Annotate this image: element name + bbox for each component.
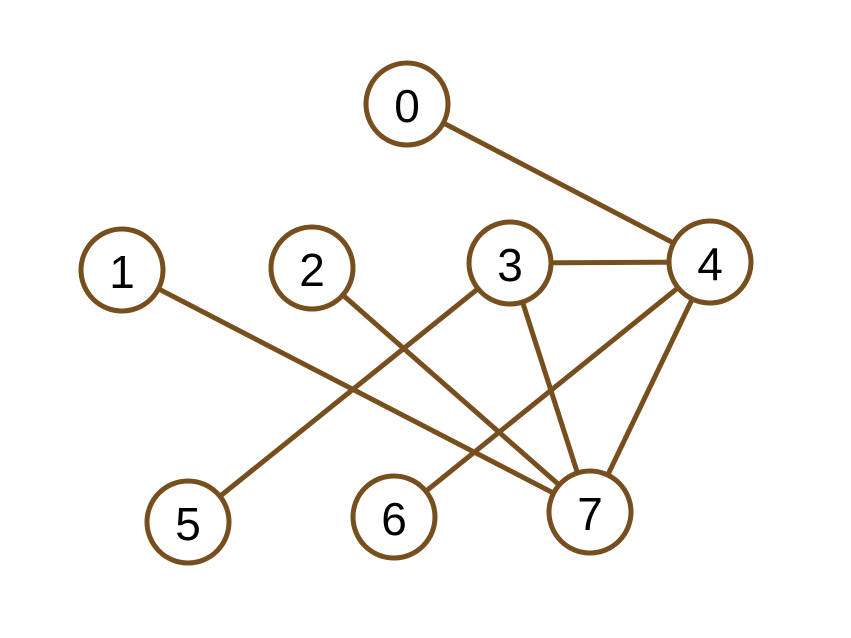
node-2: 2 [268, 224, 356, 312]
node-circle-2 [268, 224, 356, 312]
node-label-7: 7 [577, 488, 603, 540]
node-circle-7 [546, 468, 634, 556]
node-label-0: 0 [394, 80, 420, 132]
node-circle-4 [666, 218, 754, 306]
node-5: 5 [144, 478, 232, 566]
edge-4-6 [391, 259, 713, 520]
node-label-5: 5 [175, 498, 201, 550]
node-label-2: 2 [299, 244, 325, 296]
node-0: 0 [363, 60, 451, 148]
node-3: 3 [466, 219, 554, 307]
node-label-4: 4 [697, 238, 723, 290]
edge-3-5 [185, 260, 513, 525]
edge-4-7 [587, 259, 713, 515]
node-label-3: 3 [497, 239, 523, 291]
node-label-6: 6 [381, 493, 407, 545]
node-circle-0 [363, 60, 451, 148]
edge-2-7 [309, 265, 593, 515]
node-label-1: 1 [109, 246, 135, 298]
node-1: 1 [78, 226, 166, 314]
node-circle-6 [350, 473, 438, 561]
node-7: 7 [546, 468, 634, 556]
nodes-layer: 0 1 2 3 4 5 6 7 [78, 60, 754, 566]
node-circle-1 [78, 226, 166, 314]
edge-3-7 [507, 260, 593, 515]
node-6: 6 [350, 473, 438, 561]
edge-1-7 [119, 267, 593, 515]
node-circle-3 [466, 219, 554, 307]
node-circle-5 [144, 478, 232, 566]
edges-layer [119, 101, 713, 525]
edge-0-4 [404, 101, 713, 265]
node-4: 4 [666, 218, 754, 306]
